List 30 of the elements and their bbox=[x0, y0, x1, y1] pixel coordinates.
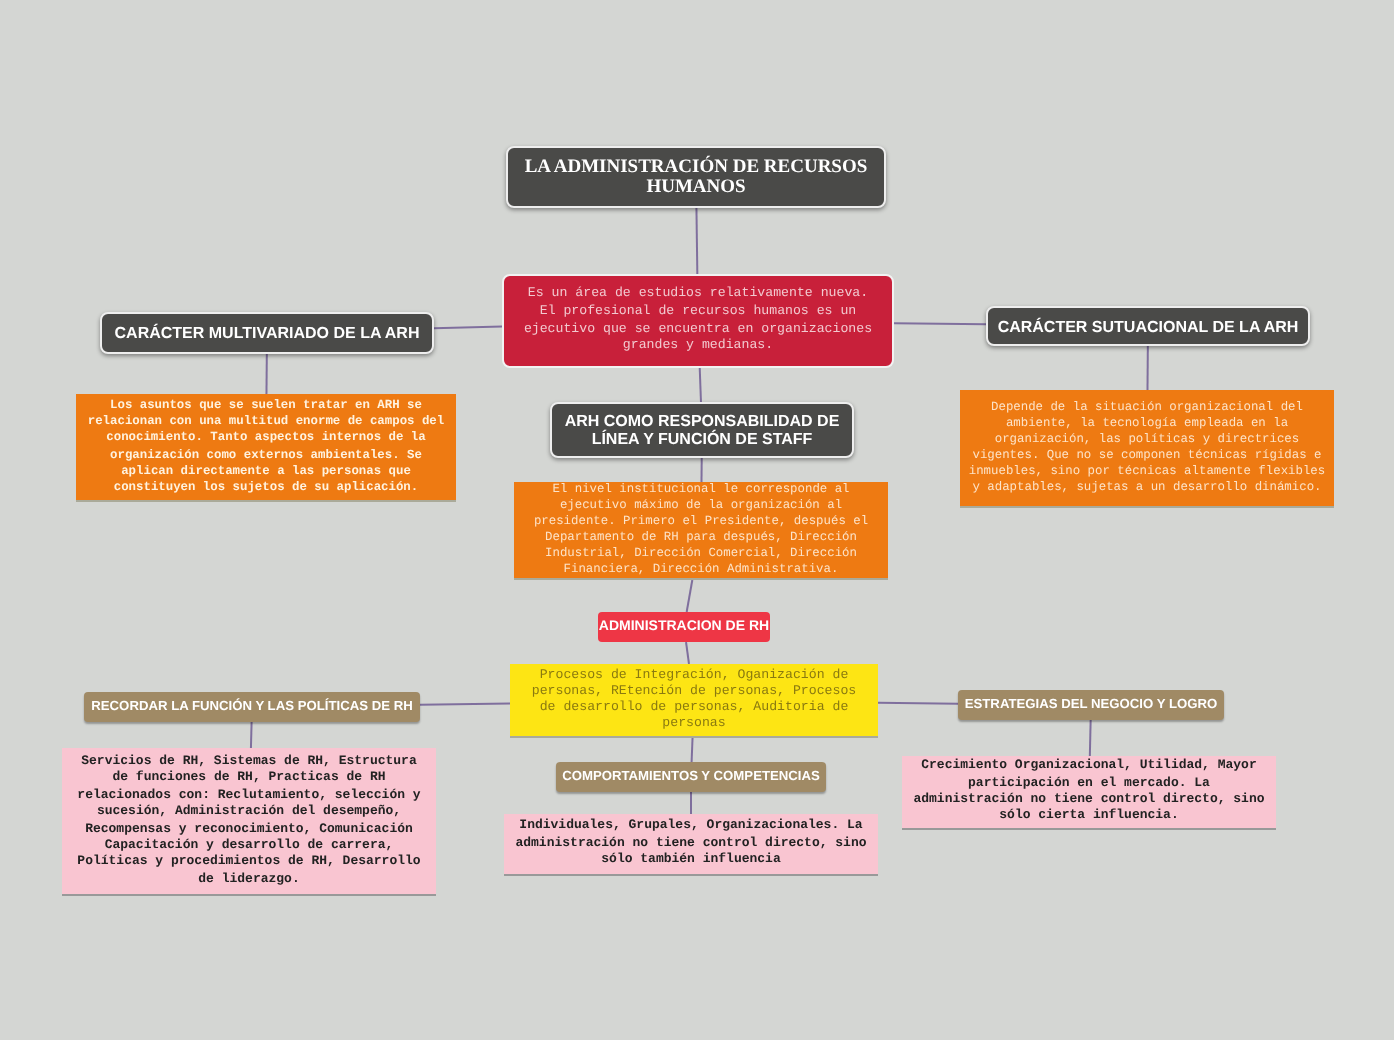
connector-line bbox=[433, 325, 503, 330]
connector-line bbox=[690, 737, 694, 763]
connector-line bbox=[695, 207, 699, 275]
connector-line bbox=[1146, 345, 1149, 391]
connector-line bbox=[685, 641, 690, 665]
process-box bbox=[510, 664, 878, 738]
connector-line bbox=[690, 791, 692, 815]
node-text: CARÁCTER SUTUACIONAL DE LA ARH bbox=[997, 317, 1299, 335]
topic-box bbox=[100, 312, 434, 354]
description-box bbox=[502, 274, 894, 368]
topic-box bbox=[550, 402, 854, 458]
topic-box bbox=[986, 306, 1310, 346]
topic-box bbox=[556, 762, 826, 792]
connector-line bbox=[893, 322, 987, 326]
connector-line bbox=[265, 353, 268, 395]
connector-line bbox=[698, 367, 702, 403]
connector-line bbox=[1088, 719, 1092, 757]
connector-line bbox=[419, 702, 511, 706]
detail-box bbox=[960, 390, 1334, 508]
node-text: ARH COMO RESPONSABILIDAD DE LÍNEA Y FUNCIÓN DE STAFF bbox=[562, 412, 842, 448]
connector-line bbox=[249, 721, 253, 749]
connector-line bbox=[877, 701, 959, 705]
topic-box bbox=[84, 692, 420, 722]
section-tag bbox=[598, 612, 770, 642]
detail-box bbox=[504, 814, 878, 876]
connector-line bbox=[700, 457, 703, 483]
topic-box bbox=[958, 690, 1224, 720]
title-box bbox=[506, 146, 886, 208]
node-text: CARÁCTER MULTIVARIADO DE LA ARH bbox=[114, 324, 420, 342]
node-text: LA ADMINISTRACIÓN DE RECURSOS HUMANOS bbox=[522, 157, 870, 197]
